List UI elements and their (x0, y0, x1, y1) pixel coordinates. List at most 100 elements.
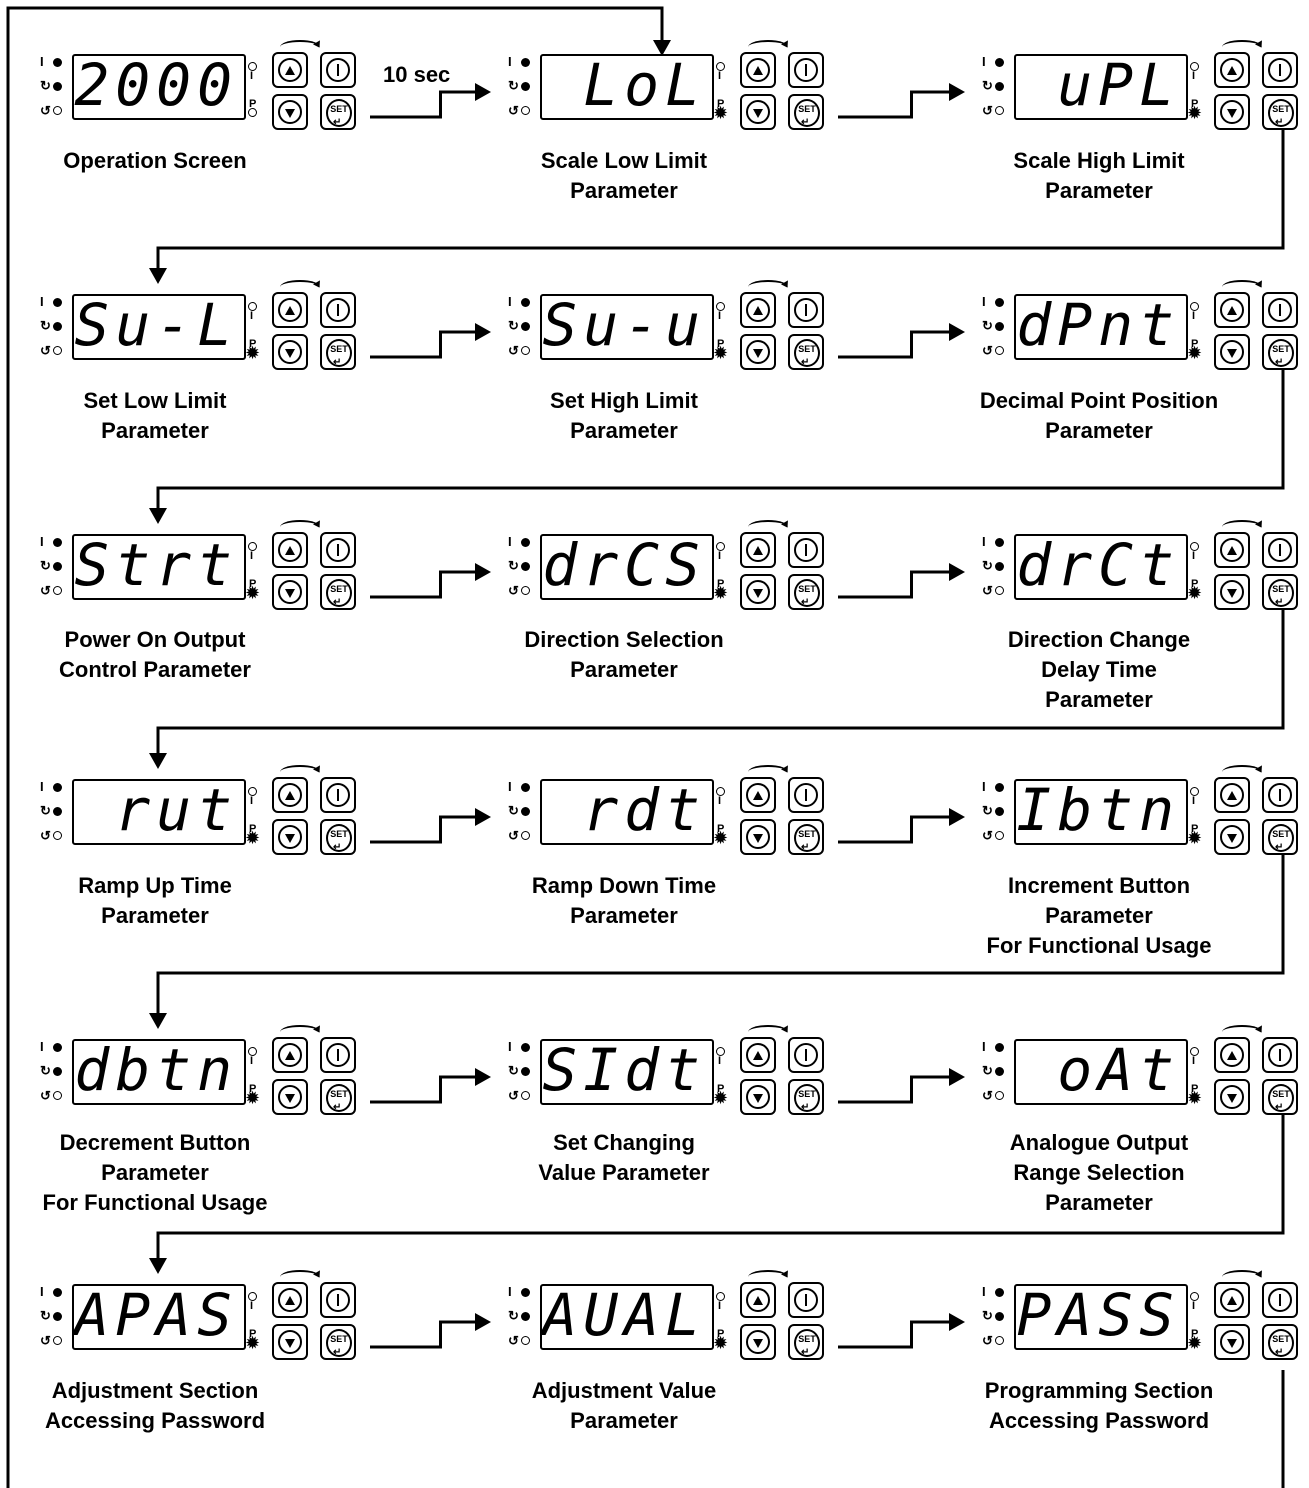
power-button[interactable] (320, 1282, 356, 1318)
power-icon (794, 58, 818, 82)
down-button[interactable] (1214, 819, 1250, 855)
up-button[interactable] (1214, 52, 1250, 88)
power-button[interactable] (1262, 1282, 1298, 1318)
display-value: drCS (542, 534, 706, 599)
power-button[interactable] (1262, 52, 1298, 88)
up-button[interactable] (1214, 292, 1250, 328)
led-label-i: I (982, 779, 986, 794)
led-indicator-icon (53, 1043, 62, 1052)
up-button[interactable] (740, 532, 776, 568)
rotate-ccw-icon: ↺ (508, 1088, 519, 1103)
up-arrow-icon (278, 538, 302, 562)
enter-arrow-icon: ↵ (333, 597, 342, 608)
up-button[interactable] (740, 292, 776, 328)
set-button[interactable]: SET↵ (320, 574, 356, 610)
set-button[interactable]: SET↵ (788, 1079, 824, 1115)
up-button[interactable] (272, 1037, 308, 1073)
down-button[interactable] (740, 94, 776, 130)
set-button[interactable]: SET↵ (788, 819, 824, 855)
power-button[interactable] (788, 1282, 824, 1318)
set-button[interactable]: SET↵ (320, 1079, 356, 1115)
down-button[interactable] (1214, 334, 1250, 370)
up-button[interactable] (1214, 1282, 1250, 1318)
up-button[interactable] (1214, 1037, 1250, 1073)
down-button[interactable] (1214, 1324, 1250, 1360)
blinking-star-icon: ✹ (1187, 583, 1203, 603)
power-button[interactable] (1262, 292, 1298, 328)
down-button[interactable] (740, 1079, 776, 1115)
down-button[interactable] (272, 819, 308, 855)
up-button[interactable] (272, 532, 308, 568)
step-caption: Operation Screen (63, 148, 247, 173)
set-button[interactable]: SET↵ (1262, 334, 1298, 370)
set-button[interactable]: SET↵ (1262, 574, 1298, 610)
led-indicator-icon (53, 562, 62, 571)
set-button[interactable]: SET↵ (1262, 1079, 1298, 1115)
up-button[interactable] (272, 292, 308, 328)
up-button[interactable] (740, 1037, 776, 1073)
power-button[interactable] (788, 777, 824, 813)
indicator-i-label: I (250, 1300, 254, 1312)
up-button[interactable] (272, 1282, 308, 1318)
down-button[interactable] (272, 334, 308, 370)
set-button[interactable]: SET↵ (1262, 1324, 1298, 1360)
down-button[interactable] (272, 94, 308, 130)
power-button[interactable] (320, 52, 356, 88)
power-button[interactable] (1262, 777, 1298, 813)
display-value: uPL (1057, 54, 1180, 119)
power-button[interactable] (320, 292, 356, 328)
set-button[interactable]: SET↵ (788, 334, 824, 370)
set-button[interactable]: SET↵ (1262, 94, 1298, 130)
power-button[interactable] (1262, 532, 1298, 568)
button-combo-arc-icon (1222, 1270, 1262, 1284)
down-button[interactable] (740, 1324, 776, 1360)
down-button[interactable] (272, 1079, 308, 1115)
rotate-cw-icon: ↻ (40, 1063, 51, 1078)
down-button[interactable] (1214, 574, 1250, 610)
up-button[interactable] (740, 1282, 776, 1318)
down-button[interactable] (740, 574, 776, 610)
up-button[interactable] (272, 777, 308, 813)
set-button[interactable]: SET↵ (320, 94, 356, 130)
up-button[interactable] (1214, 532, 1250, 568)
set-button[interactable]: SET↵ (320, 819, 356, 855)
set-button[interactable]: SET↵ (320, 334, 356, 370)
set-button[interactable]: SET↵ (320, 1324, 356, 1360)
down-button[interactable] (1214, 1079, 1250, 1115)
enter-arrow-icon: ↵ (801, 597, 810, 608)
power-button[interactable] (788, 292, 824, 328)
down-button[interactable] (1214, 94, 1250, 130)
indicator-circle-icon (1190, 787, 1199, 796)
down-button[interactable] (740, 819, 776, 855)
up-button[interactable] (740, 52, 776, 88)
indicator-circle-icon (248, 1047, 257, 1056)
step-caption: Power On Output Control Parameter (59, 627, 251, 682)
power-button[interactable] (1262, 1037, 1298, 1073)
led-column: I↻↺ (30, 1280, 80, 1352)
up-button[interactable] (740, 777, 776, 813)
indicator-p-label: P (717, 1083, 725, 1095)
button-combo-arc-icon (748, 1270, 788, 1284)
up-button[interactable] (1214, 777, 1250, 813)
set-button[interactable]: SET↵ (1262, 819, 1298, 855)
segment-display: Su-u (540, 294, 714, 360)
set-button[interactable]: SET↵ (788, 94, 824, 130)
power-button[interactable] (320, 532, 356, 568)
power-button[interactable] (320, 777, 356, 813)
down-button[interactable] (272, 574, 308, 610)
power-button[interactable] (788, 1037, 824, 1073)
power-button[interactable] (320, 1037, 356, 1073)
power-button[interactable] (788, 532, 824, 568)
set-button[interactable]: SET↵ (788, 1324, 824, 1360)
down-button[interactable] (740, 334, 776, 370)
up-button[interactable] (272, 52, 308, 88)
segment-display: PASS (1014, 1284, 1188, 1350)
up-arrow-icon (278, 58, 302, 82)
button-combo-arc-icon (748, 765, 788, 779)
set-button[interactable]: SET↵ (788, 574, 824, 610)
power-button[interactable] (788, 52, 824, 88)
up-arrow-icon (278, 298, 302, 322)
down-button[interactable] (272, 1324, 308, 1360)
